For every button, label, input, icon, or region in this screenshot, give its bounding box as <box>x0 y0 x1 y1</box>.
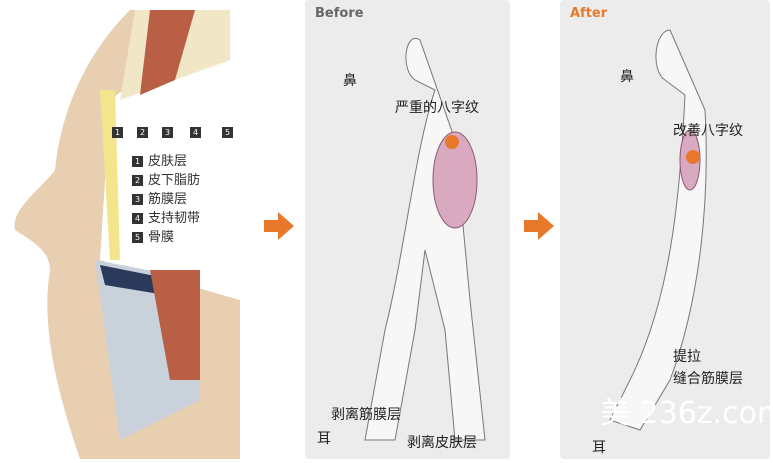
legend-label: 皮下脂肪 <box>148 173 201 188</box>
face-anatomy-drawing <box>14 10 241 459</box>
peel-fascia-label: 剥离筋膜层 <box>331 407 401 423</box>
after-title: After <box>570 6 608 21</box>
layer-marker: 5 <box>222 127 233 138</box>
legend-label: 骨膜 <box>148 230 175 245</box>
after-panel: After 鼻 改善八字纹 提拉 缝合筋膜层 美 236z.com 耳 <box>560 0 773 459</box>
nose-label: 鼻 <box>620 69 634 85</box>
legend-label: 筋膜层 <box>148 192 188 207</box>
legend-number: 1 <box>132 156 143 167</box>
layer-number-markers: 1 2 3 4 5 <box>112 122 238 141</box>
legend-number: 4 <box>132 213 143 224</box>
improve-fold-label: 改善八字纹 <box>673 123 743 139</box>
legend-item: 1 皮肤层 <box>132 150 200 169</box>
layer-marker: 4 <box>190 127 201 138</box>
peel-skin-label: 剥离皮肤层 <box>407 435 477 451</box>
layer-marker: 2 <box>137 127 148 138</box>
fold-marker <box>686 150 700 164</box>
ear-label: 耳 <box>317 431 331 447</box>
arrow-right-icon <box>524 212 554 240</box>
legend-number: 3 <box>132 194 143 205</box>
legend-item: 3 筋膜层 <box>132 188 200 207</box>
lift-label: 提拉 <box>673 349 701 365</box>
legend-item: 5 骨膜 <box>132 226 200 245</box>
legend-label: 皮肤层 <box>148 154 188 169</box>
legend-label: 支持韧带 <box>148 211 201 226</box>
layer-legend: 1 皮肤层 2 皮下脂肪 3 筋膜层 4 支持韧带 5 骨膜 <box>132 150 200 245</box>
arrow-right-icon <box>264 212 294 240</box>
suture-fascia-label: 缝合筋膜层 <box>673 371 743 387</box>
nose-label: 鼻 <box>343 73 357 89</box>
watermark: 美 236z.com <box>600 396 773 431</box>
legend-item: 4 支持韧带 <box>132 207 200 226</box>
layers-illustration: 1 2 3 4 5 1 皮肤层 2 皮下脂肪 3 筋膜层 4 支持韧带 5 骨膜 <box>0 0 245 459</box>
ear-label: 耳 <box>592 440 606 456</box>
layer-marker: 3 <box>162 127 173 138</box>
after-tissue-drawing <box>609 29 707 431</box>
legend-number: 5 <box>132 232 143 243</box>
legend-item: 2 皮下脂肪 <box>132 169 200 188</box>
fold-marker <box>445 135 459 149</box>
before-panel: Before 鼻 严重的八字纹 剥离筋膜层 耳 剥离皮肤层 <box>305 0 510 459</box>
nasolabial-fold-label: 严重的八字纹 <box>395 100 479 116</box>
before-tissue-drawing <box>364 37 486 441</box>
layer-marker: 1 <box>112 127 123 138</box>
before-title: Before <box>315 6 364 21</box>
legend-number: 2 <box>132 175 143 186</box>
